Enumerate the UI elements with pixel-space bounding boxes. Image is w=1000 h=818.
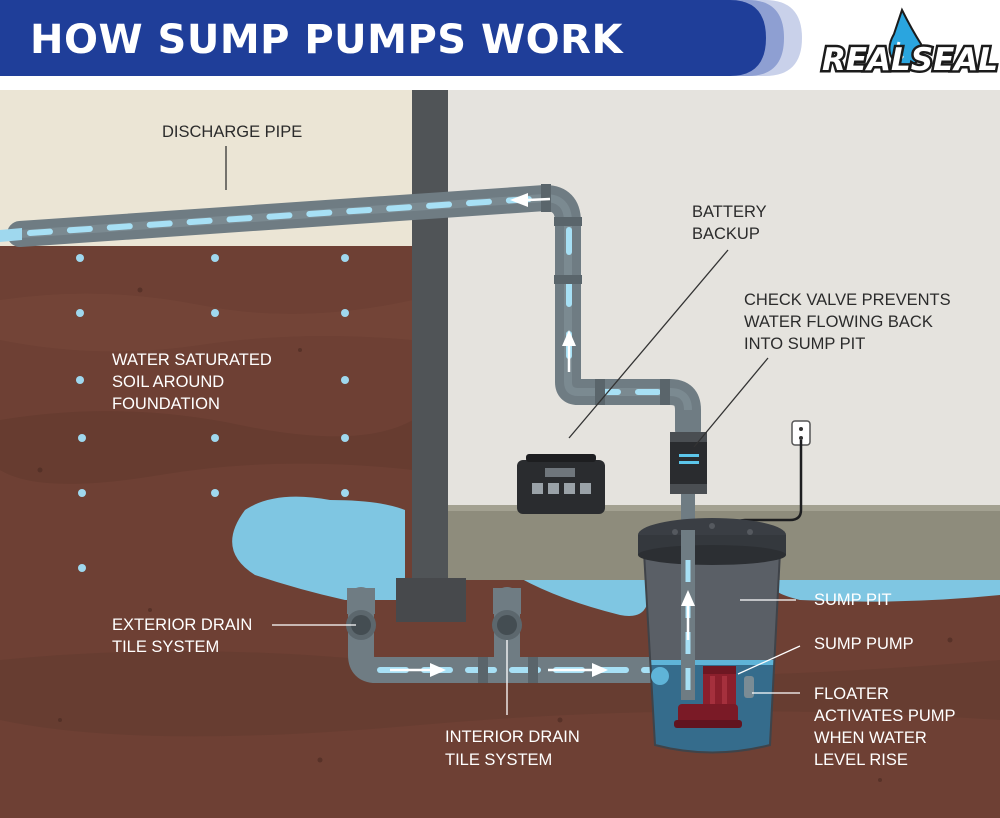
sump-pit	[638, 518, 786, 754]
foundation-footing	[396, 578, 466, 622]
water-under-floor	[413, 578, 648, 616]
page-title: HOW SUMP PUMPS WORK	[30, 17, 624, 63]
floater-switch	[744, 676, 754, 698]
battery-backup-unit	[517, 454, 605, 514]
basement-wall	[448, 90, 1000, 505]
header-banner: HOW SUMP PUMPS WORK	[0, 0, 1000, 90]
logo-wordmark: REALSEAL	[822, 42, 998, 78]
label-check-valve: CHECK VALVE PREVENTS WATER FLOWING BACK …	[744, 291, 955, 353]
soil-water-dots	[76, 254, 349, 572]
label-sump-pit: SUMP PIT	[814, 591, 892, 609]
label-soil: WATER SATURATED SOIL AROUND FOUNDATION	[112, 351, 276, 413]
leader-battery-backup	[568, 249, 729, 439]
label-discharge-pipe: DISCHARGE PIPE	[162, 123, 302, 141]
leader-sump-pump	[737, 645, 801, 675]
label-floater: FLOATER ACTIVATES PUMP WHEN WATER LEVEL …	[814, 685, 960, 769]
exterior-drain-pipe-end	[346, 588, 376, 640]
label-sump-pump: SUMP PUMP	[814, 635, 914, 653]
interior-drain-pipe-end	[492, 588, 522, 640]
label-exterior-drain: EXTERIOR DRAIN TILE SYSTEM	[112, 616, 257, 656]
discharge-pipe	[7, 185, 701, 443]
label-interior-drain: INTERIOR DRAIN TILE SYSTEM	[445, 728, 584, 769]
leader-check-valve	[693, 357, 769, 448]
sump-pump-motor	[674, 666, 754, 728]
foundation-wall	[412, 90, 448, 590]
label-battery-backup: BATTERY BACKUP	[692, 203, 771, 243]
groundwater-pool	[232, 496, 405, 600]
realseal-logo: REALSEAL	[820, 7, 1000, 81]
inlet-water	[651, 667, 669, 685]
